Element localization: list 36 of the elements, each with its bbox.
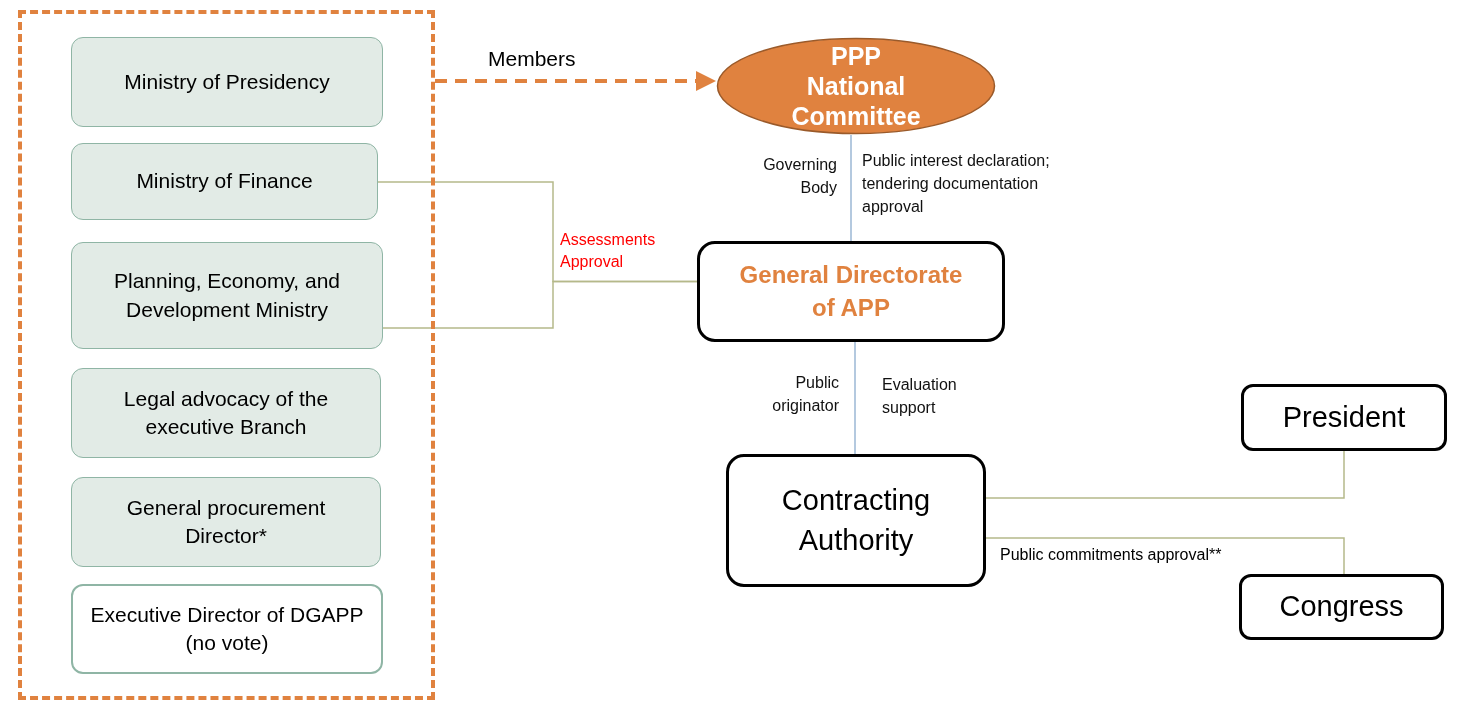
- connector-line: [985, 537, 1345, 575]
- member-box: [71, 368, 381, 458]
- committee-ellipse: [716, 37, 996, 135]
- box-label: President: [1282, 399, 1406, 435]
- box-label: Ministry of Presidency: [124, 68, 330, 95]
- annotation-text: Public interest declaration; tendering documentation approval: [862, 151, 1051, 218]
- connector-line: [850, 134, 852, 242]
- authority-box: [726, 454, 986, 587]
- dashed-group-frame: [18, 10, 435, 700]
- connector-line: [854, 341, 856, 455]
- box-label: General procurement Director*: [125, 494, 327, 549]
- member-box: [71, 143, 378, 220]
- box-label: Planning, Economy, and Development Ministry: [112, 268, 342, 323]
- committee-name: PPP National Committee: [790, 41, 922, 131]
- box-label: Executive Director of DGAPP (no vote): [89, 601, 365, 656]
- box-label: Congress: [1279, 589, 1404, 625]
- edge-label: Assessments Approval: [560, 230, 657, 273]
- congress-box: [1239, 574, 1444, 640]
- edge-label: Public commitments approval**: [1000, 545, 1223, 565]
- member-box: [71, 242, 383, 349]
- arrow: [435, 71, 716, 91]
- box-label: Ministry of Finance: [136, 168, 313, 195]
- box-label: General Directorate of APP: [738, 260, 964, 323]
- box-label: Legal advocacy of the executive Branch: [122, 385, 330, 440]
- connector-line: [985, 450, 1345, 499]
- box-label: Contracting Authority: [780, 483, 932, 558]
- edge-label: Members: [488, 46, 577, 72]
- directorate-box: [697, 241, 1005, 342]
- member-box: [71, 477, 381, 567]
- member-box: [71, 37, 383, 127]
- president-box: [1241, 384, 1447, 451]
- annotation-text: Public originator: [771, 373, 839, 417]
- annotation-text: Evaluation support: [882, 375, 958, 419]
- annotation-text: Governing Body: [762, 155, 837, 199]
- member-box: [71, 584, 383, 674]
- connector-line: [382, 280, 698, 329]
